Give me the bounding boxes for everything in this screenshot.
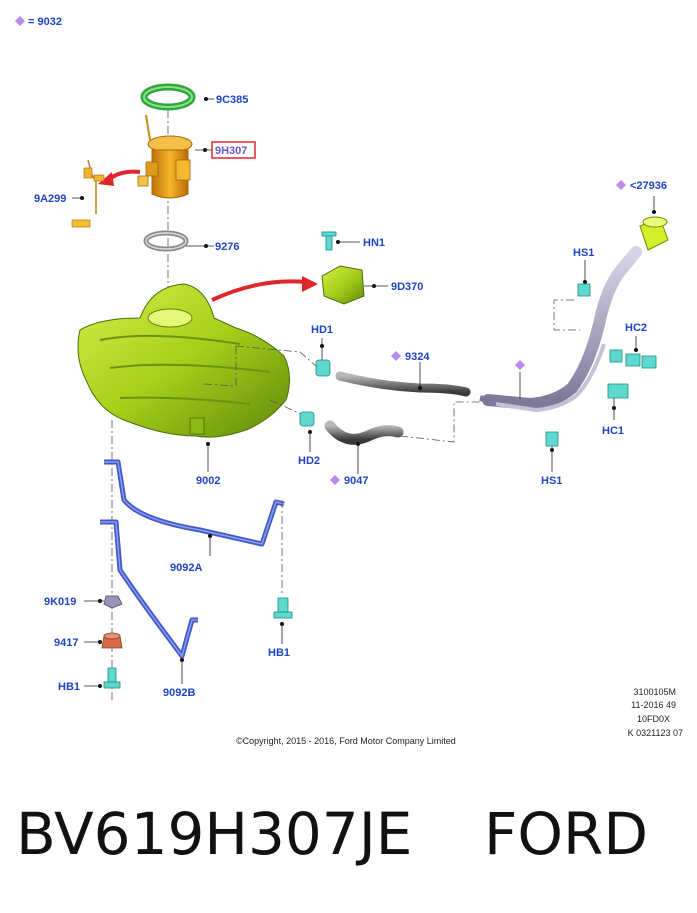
label-hc1: HC1 <box>602 425 624 437</box>
label-9002: 9002 <box>196 475 220 487</box>
legend-text: = 9032 <box>28 16 62 28</box>
label-hd1: HD1 <box>311 324 333 336</box>
connection-lines <box>203 345 490 443</box>
copyright: ©Copyright, 2015 - 2016, Ford Motor Comp… <box>236 736 456 746</box>
fuel-pump: 9H307 <box>137 114 256 199</box>
label-hc2: HC2 <box>625 322 647 334</box>
label-27936: <27936 <box>630 180 667 192</box>
seal-ring: 9276 <box>143 230 239 253</box>
hose-9047: 9047 <box>324 420 404 487</box>
hs1-top-clip: HS1 <box>553 247 594 331</box>
label-hs1-bottom: HS1 <box>541 475 562 487</box>
label-9324: 9324 <box>405 351 430 363</box>
label-9c385: 9C385 <box>216 94 248 106</box>
filler-pipe <box>479 246 642 413</box>
hc2-clips: HC2 <box>609 322 657 369</box>
label-9a299: 9A299 <box>34 193 66 205</box>
strap-9092a: 9092A <box>104 459 285 574</box>
label-9092a: 9092A <box>170 562 202 574</box>
insulator-9417: 9417 <box>54 632 123 649</box>
label-9k019: 9K019 <box>44 596 76 608</box>
hose-9324: 9324 <box>335 351 471 397</box>
label-9d370: 9D370 <box>391 281 423 293</box>
legend-diamond-icon <box>15 16 25 26</box>
label-hb1-right: HB1 <box>268 647 290 659</box>
hd1-clamp: HD1 <box>311 324 333 377</box>
hn1-clip: HN1 <box>321 231 385 251</box>
ref-line-1: 3100105M <box>633 687 676 697</box>
retaining-ring: 9C385 <box>140 83 248 111</box>
hb1-left-bolt: HB1 <box>58 667 121 693</box>
reference-block: 3100105M 11-2016 49 10FD0X K 0321123 07 <box>628 687 683 738</box>
valve-9d370: 9D370 <box>321 265 423 305</box>
part-number: BV619H307JE <box>16 800 413 868</box>
hc1-clip: HC1 <box>602 383 629 437</box>
ref-line-3: 10FD0X <box>637 714 670 724</box>
ref-line-2: 11-2016 49 <box>631 700 676 710</box>
label-hd2: HD2 <box>298 455 320 467</box>
strap-9092b: 9092B <box>100 519 198 699</box>
label-9276: 9276 <box>215 241 239 253</box>
ref-line-4: K 0321123 07 <box>628 728 683 738</box>
fuel-sender: 9A299 <box>34 159 105 228</box>
brand-name: FORD <box>484 800 648 868</box>
label-hn1: HN1 <box>363 237 385 249</box>
label-9h307[interactable]: 9H307 <box>215 145 247 157</box>
label-9092b: 9092B <box>163 687 195 699</box>
highlight-box <box>211 141 256 159</box>
filler-cap: <27936 <box>616 180 669 251</box>
hd2-clamp: HD2 <box>298 411 320 467</box>
red-arrow-valve <box>211 279 306 302</box>
axis-line <box>111 110 169 700</box>
label-hs1-top: HS1 <box>573 247 594 259</box>
hs1-bottom-clip: HS1 <box>541 431 562 487</box>
label-9047: 9047 <box>344 475 368 487</box>
label-hb1-left: HB1 <box>58 681 80 693</box>
hb1-right-bolt: HB1 <box>268 500 293 659</box>
fuel-tank: 9002 <box>77 283 290 487</box>
legend: = 9032 <box>15 16 62 28</box>
label-9417: 9417 <box>54 637 78 649</box>
nut-9k019: 9K019 <box>44 595 123 609</box>
